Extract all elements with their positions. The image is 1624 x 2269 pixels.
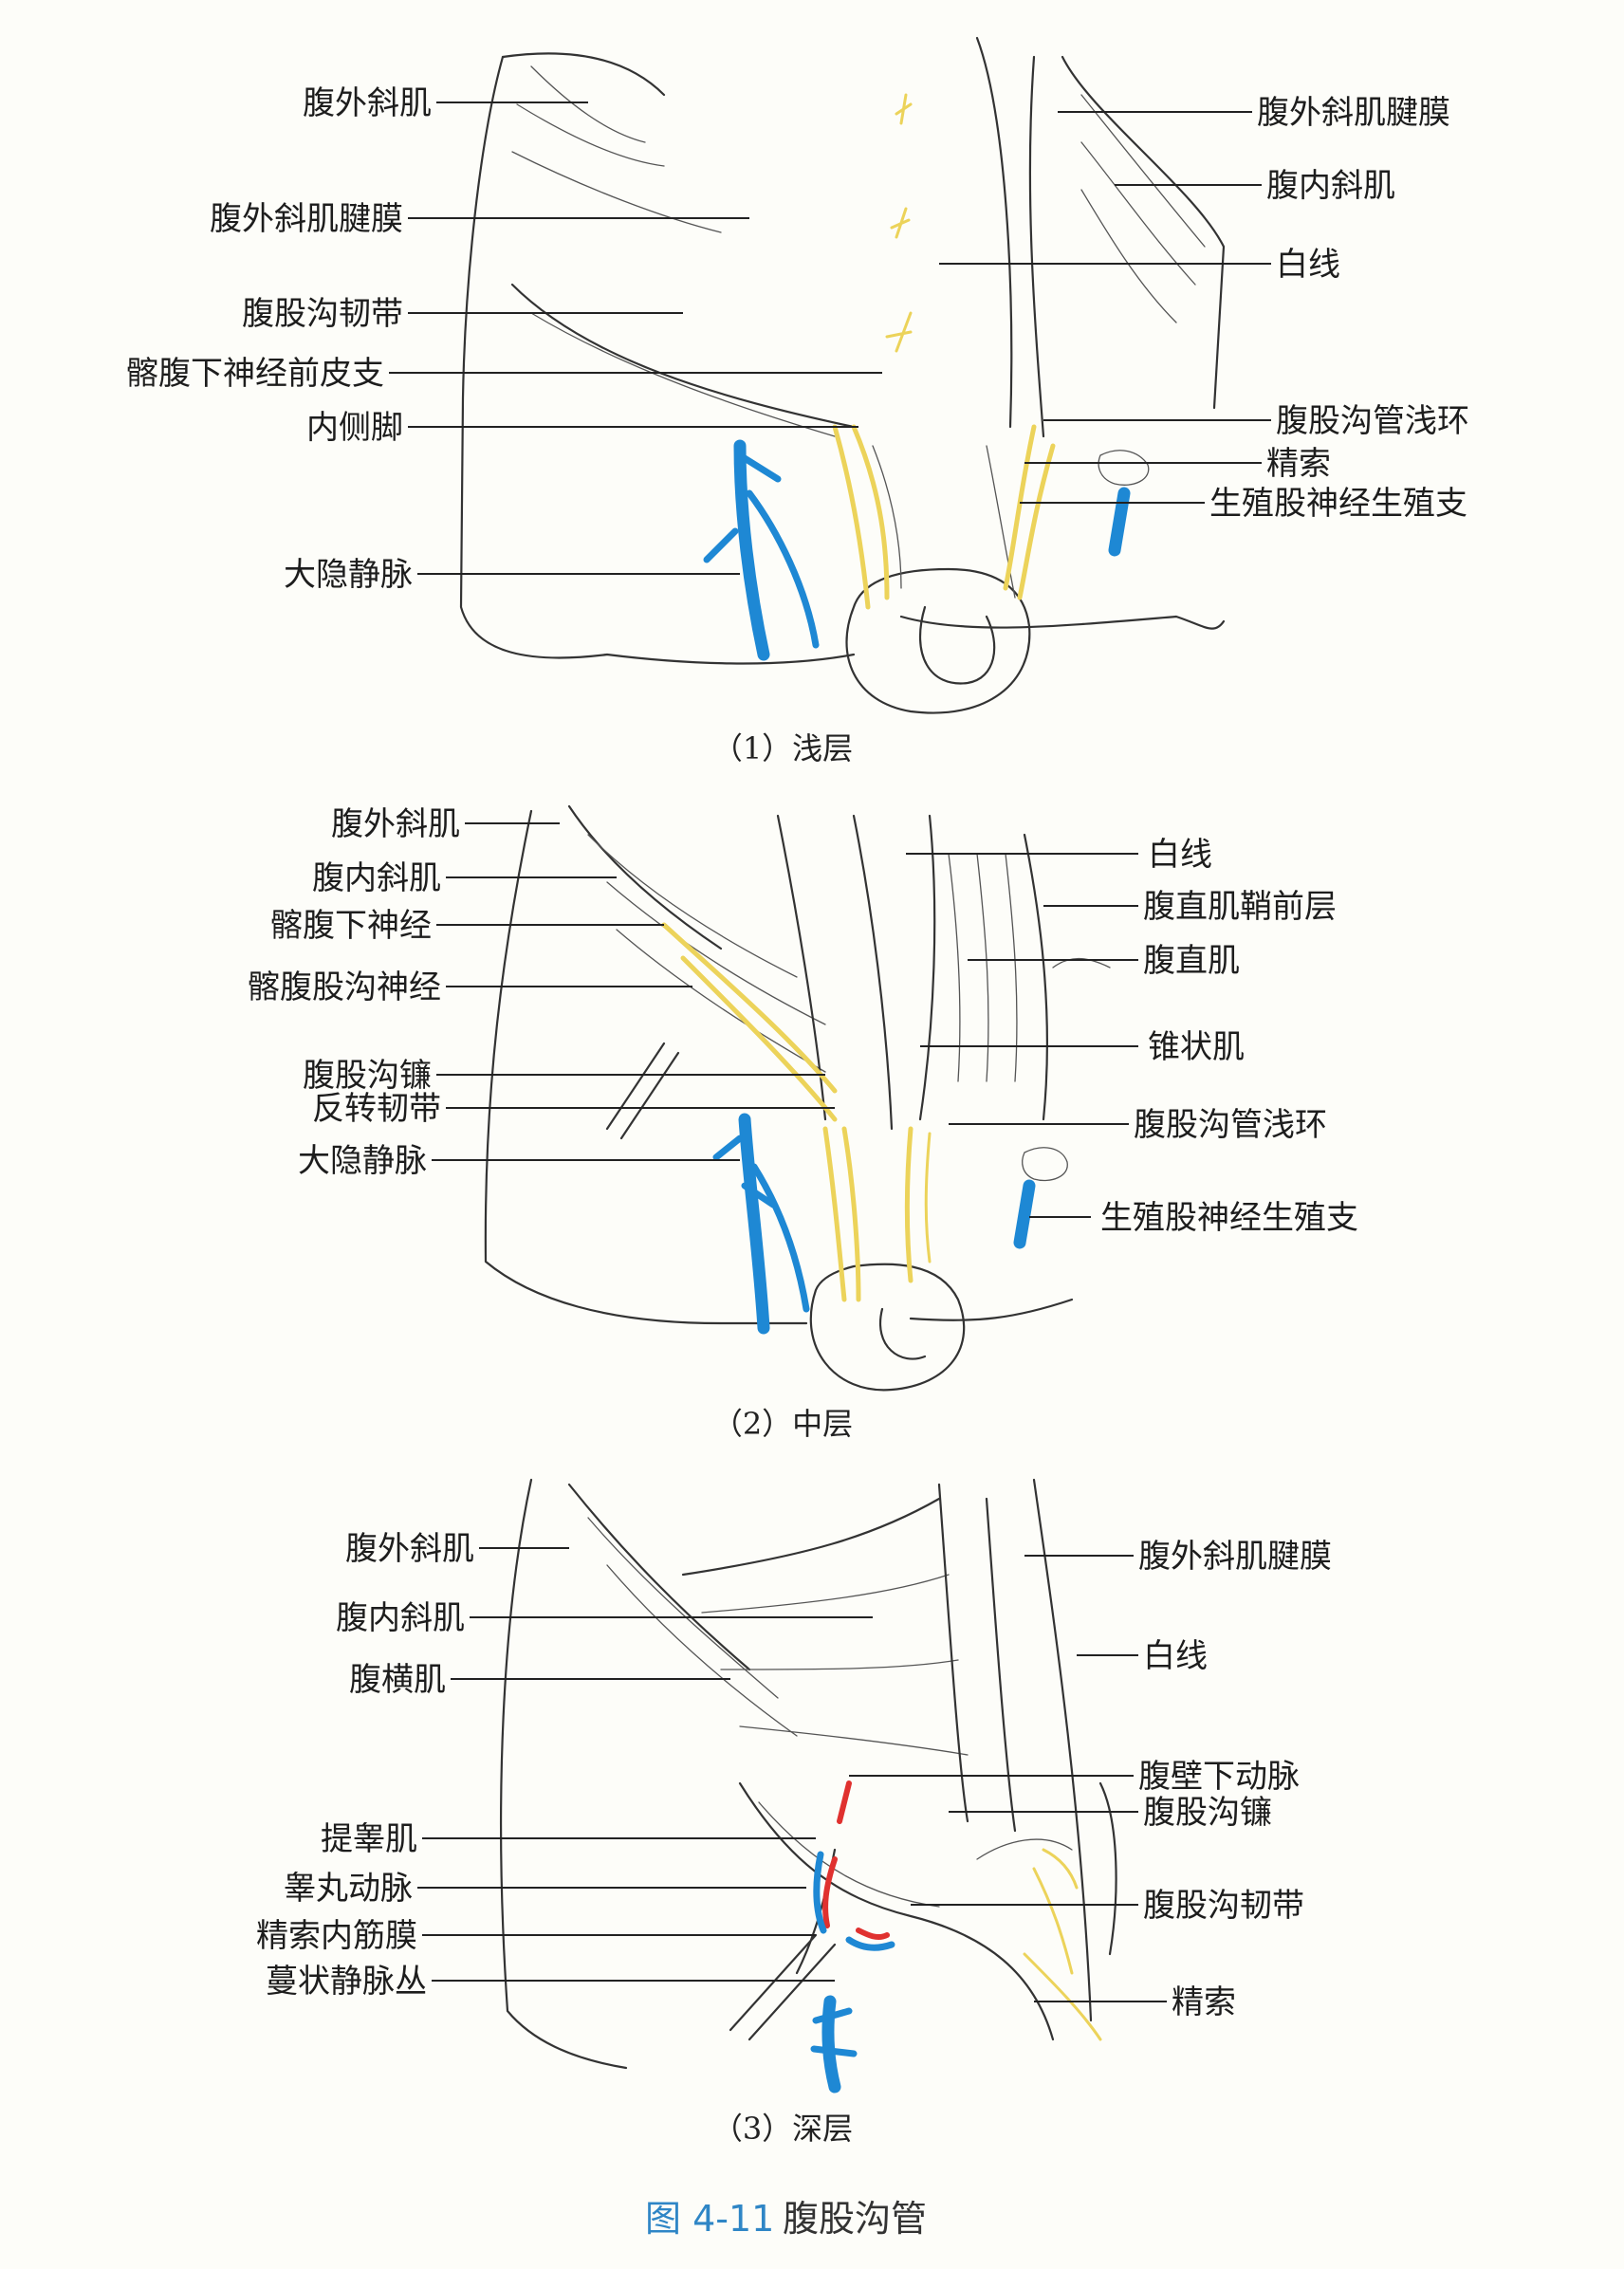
label-p1-right-3: 腹股沟管浅环	[1276, 402, 1469, 440]
label-p1-left-1: 腹外斜肌腱膜	[210, 200, 403, 238]
label-p3-left-6: 蔓状静脉丛	[266, 1963, 427, 2001]
label-p2-right-3: 锥状肌	[1148, 1028, 1245, 1066]
panel-middle-nerves	[661, 922, 932, 1302]
panel-superficial-veins	[703, 439, 1131, 661]
panel-middle-leaders	[432, 822, 1138, 1218]
caption-superficial: （1）浅层	[712, 730, 853, 766]
figure-title: 腹股沟管	[783, 2198, 927, 2240]
label-p1-left-3: 髂腹下神经前皮支	[126, 355, 384, 393]
label-p1-right-1: 腹内斜肌	[1266, 167, 1395, 205]
label-p2-right-0: 白线	[1148, 836, 1212, 874]
panel-middle-labels: 腹外斜肌 腹内斜肌 髂腹下神经 髂腹股沟神经 腹股沟镰 反转韧带 大隐静脉 白线…	[248, 805, 1358, 1442]
panel-superficial-leaders	[389, 101, 1271, 575]
panel-superficial-nerves	[832, 93, 1056, 610]
label-p1-left-0: 腹外斜肌	[303, 84, 432, 122]
panel-superficial-drawing	[459, 36, 1226, 714]
label-p3-left-5: 精索内筋膜	[256, 1917, 417, 1955]
label-p2-left-5: 反转韧带	[312, 1090, 441, 1128]
label-p2-left-1: 腹内斜肌	[312, 859, 441, 897]
label-p1-left-5: 大隐静脉	[284, 556, 413, 594]
label-p2-left-4: 腹股沟镰	[303, 1057, 432, 1095]
label-p3-right-2: 腹壁下动脉	[1138, 1758, 1300, 1796]
label-p2-left-3: 髂腹股沟神经	[248, 968, 441, 1006]
panel-deep-drawing	[500, 1478, 1117, 2070]
label-p3-right-4: 腹股沟韧带	[1143, 1887, 1304, 1925]
panel-deep-leaders	[417, 1547, 1167, 2002]
label-p2-left-0: 腹外斜肌	[331, 805, 460, 843]
panel-deep-vessels	[810, 1780, 895, 2094]
label-p2-right-2: 腹直肌	[1143, 942, 1240, 980]
label-p1-right-0: 腹外斜肌腱膜	[1257, 94, 1450, 132]
label-p2-right-4: 腹股沟管浅环	[1134, 1106, 1327, 1144]
label-p3-left-0: 腹外斜肌	[345, 1530, 474, 1568]
label-p3-right-1: 白线	[1143, 1637, 1208, 1675]
label-p2-right-1: 腹直肌鞘前层	[1143, 888, 1337, 926]
label-p3-left-1: 腹内斜肌	[336, 1599, 465, 1637]
label-p3-right-0: 腹外斜肌腱膜	[1138, 1538, 1332, 1576]
panel-superficial-labels: 腹外斜肌 腹外斜肌腱膜 腹股沟韧带 髂腹下神经前皮支 内侧脚 大隐静脉 腹外斜肌…	[126, 84, 1469, 766]
figure-number: 图 4-11	[645, 2198, 774, 2240]
label-p2-left-2: 髂腹下神经	[270, 907, 432, 945]
label-p3-right-5: 精索	[1172, 1983, 1236, 2021]
label-p1-right-5: 生殖股神经生殖支	[1209, 485, 1467, 523]
label-p1-right-2: 白线	[1276, 246, 1340, 284]
label-p3-right-3: 腹股沟镰	[1143, 1794, 1272, 1832]
label-p1-left-4: 内侧脚	[306, 409, 403, 447]
label-p1-left-2: 腹股沟韧带	[242, 295, 403, 333]
panel-middle-drawing	[484, 804, 1111, 1392]
label-p2-left-6: 大隐静脉	[298, 1142, 427, 1180]
panel-middle-veins	[712, 1113, 1036, 1335]
panel-deep-labels: 腹外斜肌 腹内斜肌 腹横肌 提睾肌 睾丸动脉 精索内筋膜 蔓状静脉丛 腹外斜肌腱…	[256, 1530, 1332, 2147]
label-p3-left-2: 腹横肌	[349, 1661, 446, 1699]
caption-middle: （2）中层	[712, 1406, 853, 1442]
label-p1-right-4: 精索	[1266, 445, 1331, 483]
label-p3-left-4: 睾丸动脉	[284, 1870, 413, 1908]
figure-caption: 图 4-11 腹股沟管	[645, 2198, 927, 2240]
label-p2-right-5: 生殖股神经生殖支	[1100, 1199, 1358, 1237]
label-p3-left-3: 提睾肌	[321, 1820, 417, 1858]
panel-deep-nerves	[1023, 1848, 1102, 2041]
caption-deep: （3）深层	[712, 2111, 853, 2147]
